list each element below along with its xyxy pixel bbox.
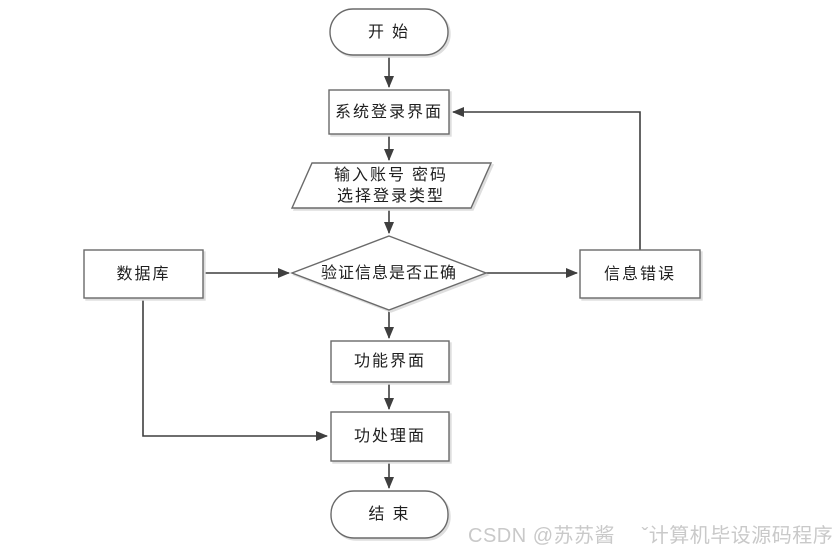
edge-database-to-process (142, 298, 328, 441)
database-shape (83, 249, 204, 299)
start-terminator-shape (329, 8, 449, 56)
error-shape (579, 249, 701, 299)
process-shape (330, 411, 450, 462)
input-io-shape (290, 162, 493, 209)
login-process-shape (328, 89, 450, 135)
csdn-watermark: CSDN @苏苏酱 ˇ计算机毕设源码程序 (468, 525, 832, 547)
end-terminator-shape (330, 490, 449, 539)
function-process-shape (330, 340, 450, 383)
verify-decision-shape (290, 235, 488, 311)
edge-error-to-login-feedback (452, 107, 641, 250)
